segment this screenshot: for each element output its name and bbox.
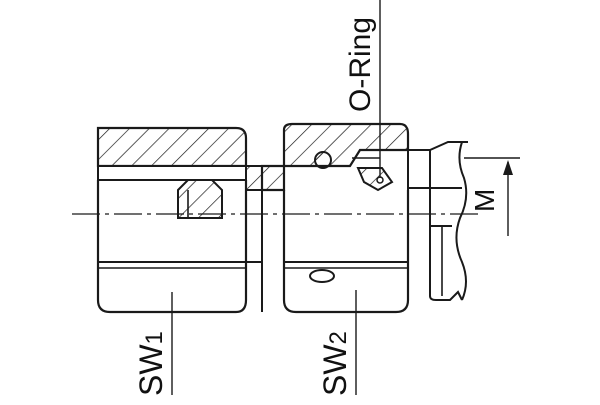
body-sw2-slot: [309, 269, 335, 283]
o-ring-section: [314, 151, 332, 169]
body-sw2-hex: [282, 190, 410, 314]
neck-outline: [246, 165, 263, 191]
sw1-label: SW1: [133, 331, 169, 396]
cutting-ring: [356, 167, 394, 192]
nut-sw1-thread: [97, 165, 247, 181]
nut-sw1-section: [96, 126, 248, 168]
nut-sw1: [96, 126, 248, 314]
sw1-label-base: SW: [133, 344, 169, 396]
pipe-top-edge: [408, 141, 468, 151]
sw1-label-sub: 1: [141, 331, 168, 344]
m-arrow-head: [503, 160, 513, 175]
sw2-label: SW2: [317, 331, 353, 396]
nut-sw1-cone: [177, 179, 223, 219]
sw1-callout: SW1: [133, 292, 173, 396]
pipe-stub: [408, 141, 468, 301]
pipe-stub-lower: [429, 150, 463, 301]
sw2-label-base: SW: [317, 344, 353, 396]
m-dimension: M: [464, 157, 520, 236]
sw2-label-sub: 2: [325, 331, 352, 344]
body-sw2-hatch: [260, 122, 410, 192]
connector-neck: [246, 165, 263, 312]
sw2-callout: SW2: [317, 290, 357, 396]
pipe-break-line: [455, 141, 468, 301]
o-ring-callout: O-Ring: [344, 0, 381, 178]
nut-sw1-hex: [96, 180, 248, 314]
o-ring-label: O-Ring: [344, 17, 377, 112]
m-label: M: [469, 189, 500, 212]
body-sw2: [260, 122, 410, 314]
